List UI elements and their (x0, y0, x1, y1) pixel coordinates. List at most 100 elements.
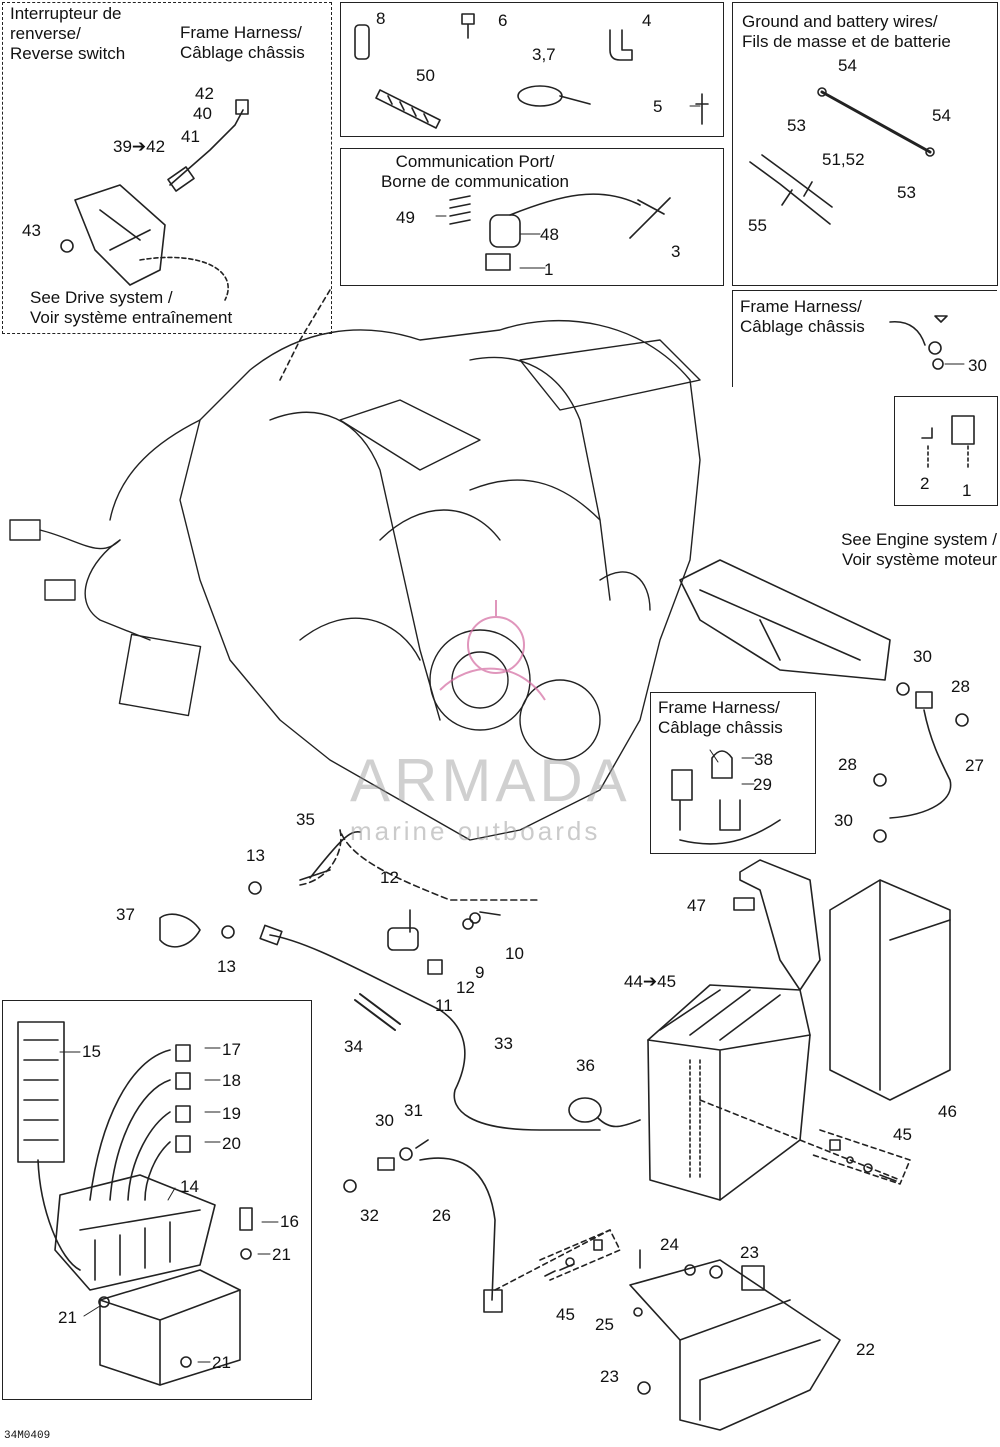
leader-lines (59, 105, 965, 1363)
callout-31: 35 (296, 810, 315, 829)
callout-46: 45 (893, 1125, 912, 1144)
callout-59: 32 (360, 1206, 379, 1225)
callout-63: 45 (556, 1305, 575, 1324)
callout-55: 21 (58, 1308, 77, 1327)
callout-18: 51,52 (822, 150, 865, 169)
panel-frame-harness-mid (650, 692, 816, 854)
caption-frame-harness-top: Frame Harness/ Câblage châssis (180, 23, 305, 62)
panel-ground-battery (732, 2, 998, 286)
caption-frame-harness-right: Frame Harness/ Câblage châssis (740, 297, 865, 336)
callout-16: 53 (787, 116, 806, 135)
callout-27: 29 (753, 775, 772, 794)
comm-port-icons (449, 193, 671, 271)
caption-drive-system: See Drive system / Voir système entraîne… (30, 288, 233, 327)
callout-24: 30 (913, 647, 932, 666)
small-parts-icons (354, 13, 709, 129)
callout-2: 41 (181, 127, 200, 146)
callout-19: 53 (897, 183, 916, 202)
callout-64: 25 (595, 1315, 614, 1334)
reverse-switch-icon (60, 99, 249, 301)
callout-12: 48 (540, 225, 559, 244)
callout-5: 8 (376, 9, 386, 28)
fuse-clip-icon (921, 415, 975, 469)
conduit-icon (354, 993, 401, 1031)
callout-8: 3,7 (532, 45, 556, 64)
ground-cable-icon (873, 682, 969, 843)
callout-54: 21 (272, 1245, 291, 1264)
panel-fuse-box (2, 1000, 312, 1400)
callout-47: 15 (82, 1042, 101, 1061)
harness-connector-icon (671, 750, 781, 845)
callout-6: 6 (498, 11, 508, 30)
callout-14: 3 (671, 242, 681, 261)
callout-1: 40 (193, 104, 212, 123)
callout-13: 1 (544, 260, 554, 279)
ground-terminal-icon (889, 315, 948, 370)
panel-small-parts (340, 2, 724, 137)
battery-hold-down-icon (494, 1229, 621, 1291)
callout-22: 2 (920, 474, 930, 493)
callout-52: 14 (180, 1177, 199, 1196)
callout-42: 34 (344, 1037, 363, 1056)
callout-4: 43 (22, 221, 41, 240)
callout-33: 12 (380, 868, 399, 887)
callout-38: 12 (456, 978, 475, 997)
callout-48: 17 (222, 1040, 241, 1059)
callout-56: 21 (212, 1353, 231, 1372)
panel-reverse-switch (2, 2, 332, 334)
battery-tray-icon (629, 1249, 841, 1431)
callout-0: 42 (195, 84, 214, 103)
watermark-sub: marine outboards (350, 816, 601, 846)
battery-strap-icon (733, 859, 821, 991)
engine-mount-icon (679, 559, 891, 681)
callout-61: 24 (660, 1235, 679, 1254)
callout-45: 46 (938, 1102, 957, 1121)
callout-40: 47 (687, 896, 706, 915)
callout-49: 18 (222, 1071, 241, 1090)
callout-29: 27 (965, 756, 984, 775)
callout-23: 1 (962, 481, 972, 500)
callout-58: 31 (404, 1101, 423, 1120)
callout-3: 39➔42 (113, 137, 166, 156)
callout-11: 49 (396, 208, 415, 227)
callout-44: 36 (576, 1056, 595, 1075)
callout-32: 13 (246, 846, 265, 865)
callout-10: 5 (653, 97, 663, 116)
callout-28: 28 (838, 755, 857, 774)
callout-51: 20 (222, 1134, 241, 1153)
callout-20: 55 (748, 216, 767, 235)
panel-comm-port (340, 148, 724, 286)
caption-engine-system: See Engine system / Voir système moteur (841, 530, 997, 569)
callout-41: 44➔45 (624, 972, 677, 991)
watermark-brand: ARMADA (350, 747, 631, 814)
callout-43: 33 (494, 1034, 513, 1053)
callout-60: 26 (432, 1206, 451, 1225)
starter-cable-icons (159, 829, 601, 1131)
callout-66: 22 (856, 1340, 875, 1359)
callout-50: 19 (222, 1104, 241, 1123)
engine-assembly-icon (9, 320, 701, 841)
callout-30: 30 (834, 811, 853, 830)
callout-39: 11 (435, 996, 453, 1015)
caption-frame-harness-mid: Frame Harness/ Câblage châssis (658, 698, 783, 737)
positive-cable-icon (343, 1139, 503, 1313)
callout-36: 10 (505, 944, 524, 963)
leader-reverse-switch (279, 289, 331, 381)
fuse-box-icon (17, 1021, 253, 1386)
callout-65: 23 (600, 1367, 619, 1386)
callout-62: 23 (740, 1243, 759, 1262)
caption-comm-port: Communication Port/ Borne de communicati… (380, 152, 570, 191)
callout-7: 4 (642, 11, 652, 30)
battery-icon (647, 984, 811, 1201)
caption-ground-battery: Ground and battery wires/ Fils de masse … (742, 12, 951, 51)
drawing-code: 34M0409 (4, 1430, 51, 1442)
terminal-cover-icon (568, 1097, 641, 1128)
callout-17: 54 (932, 106, 951, 125)
caption-reverse-switch: Interrupteur de renverse/ Reverse switch (10, 4, 126, 63)
battery-cable-icons (749, 87, 935, 225)
panel-fuse-clip (894, 396, 998, 506)
callout-21: 30 (968, 356, 987, 375)
battery-cover-icon (829, 879, 951, 1101)
